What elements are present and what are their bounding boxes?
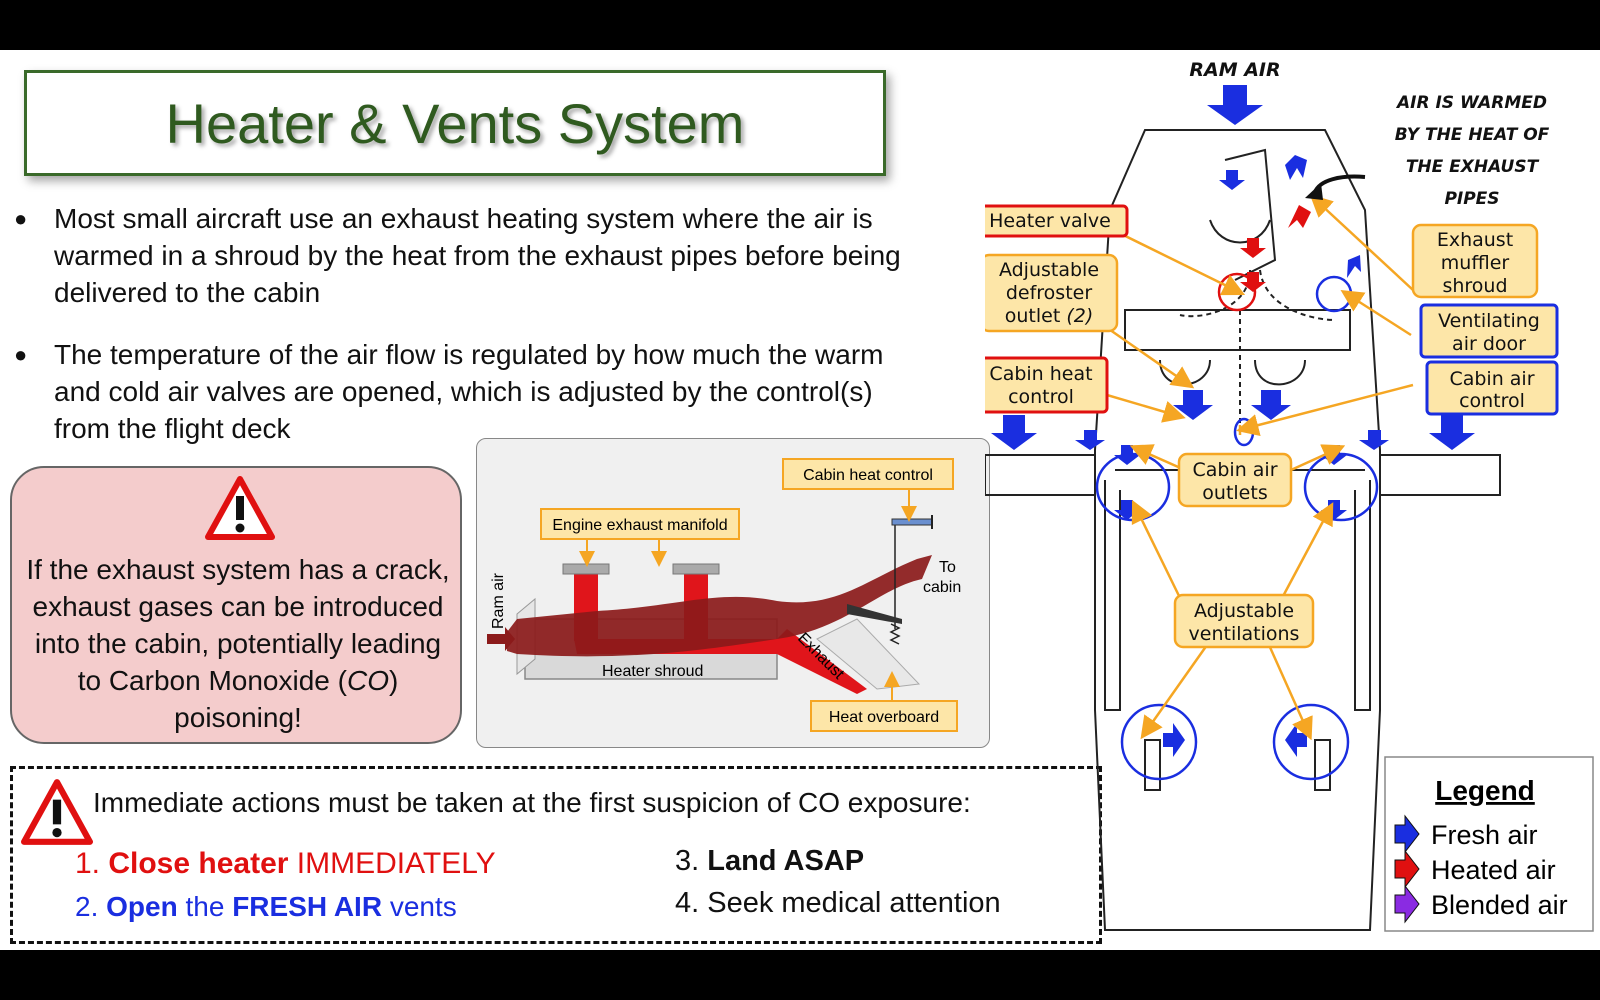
bullet-list: Most small aircraft use an exhaust heati…: [14, 200, 914, 447]
heat-overboard-label: Heat overboard: [829, 709, 939, 726]
warning-box: If the exhaust system has a crack, exhau…: [10, 466, 462, 744]
cabin-heat-control-label: Cabin heat control: [803, 467, 933, 484]
legend-item-heated-air: Heated air: [1431, 855, 1556, 885]
svg-text:BY THE HEAT OF: BY THE HEAT OF: [1395, 125, 1550, 145]
exhaust-heat-note: AIR IS WARMED BY THE HEAT OF THE EXHAUST…: [1395, 93, 1550, 209]
heated-air-flow: [507, 555, 932, 657]
cabin-label: cabin: [923, 579, 961, 596]
cabin-air-outlets-label: Cabin air: [1192, 459, 1277, 481]
title-box: Heater & Vents System: [24, 70, 886, 176]
svg-text:control: control: [1459, 390, 1525, 412]
svg-text:outlets: outlets: [1202, 482, 1267, 504]
bullet-item: The temperature of the air flow is regul…: [14, 336, 914, 447]
action-step-1: 1. Close heater IMMEDIATELY: [75, 847, 496, 880]
cabin-heat-control-label: Cabin heat: [989, 363, 1092, 385]
adjustable-ventilations-label: Adjustable: [1194, 600, 1294, 622]
fresh-air-arrows: [991, 85, 1475, 757]
heated-air-legend-icon: [1394, 849, 1420, 889]
defroster-label: Adjustable: [999, 259, 1099, 281]
ram-air-label: Ram air: [490, 572, 507, 629]
legend-title: Legend: [1435, 775, 1535, 806]
immediate-actions-box: Immediate actions must be taken at the f…: [10, 766, 1102, 944]
actions-heading: Immediate actions must be taken at the f…: [93, 787, 971, 818]
legend: Legend Fresh air Heated air Blended air: [1384, 756, 1594, 932]
bullet-item: Most small aircraft use an exhaust heati…: [14, 200, 914, 311]
heater-shroud-diagram: Cabin heat control Engine exhaust manifo…: [476, 438, 990, 748]
fresh-air-legend-icon: [1394, 814, 1420, 854]
svg-text:shroud: shroud: [1442, 275, 1507, 297]
exhaust-muffler-label: Exhaust: [1437, 229, 1513, 251]
svg-text:air door: air door: [1452, 333, 1526, 355]
action-step-2: 2. Open the FRESH AIR vents: [75, 891, 457, 922]
svg-text:muffler: muffler: [1441, 252, 1510, 274]
warning-icon: [21, 779, 93, 845]
cabin-airflow-diagram: RAM AIR AIR IS WARMED BY THE HEAT OF THE…: [977, 50, 1600, 950]
svg-text:AIR IS WARMED: AIR IS WARMED: [1395, 93, 1547, 113]
cabin-air-control-label: Cabin air: [1449, 368, 1534, 390]
svg-text:defroster: defroster: [1006, 282, 1092, 304]
svg-text:PIPES: PIPES: [1444, 189, 1499, 209]
blended-air-legend-icon: [1394, 884, 1420, 924]
vent-circles: [1095, 275, 1379, 781]
ram-air-label: RAM AIR: [1189, 59, 1280, 81]
engine-exhaust-manifold-label: Engine exhaust manifold: [552, 517, 727, 534]
to-label: To: [939, 559, 956, 576]
svg-text:THE EXHAUST: THE EXHAUST: [1406, 157, 1540, 177]
svg-text:control: control: [1008, 386, 1074, 408]
legend-item-fresh-air: Fresh air: [1431, 820, 1538, 850]
heater-valve-label: Heater valve: [989, 210, 1111, 232]
action-step-3: 3. Land ASAP: [675, 845, 865, 877]
slide-title: Heater & Vents System: [165, 91, 745, 155]
svg-text:ventilations: ventilations: [1189, 623, 1300, 645]
legend-item-blended-air: Blended air: [1431, 890, 1568, 920]
svg-text:outlet (2): outlet (2): [1005, 305, 1094, 327]
slide: Heater & Vents System Most small aircraf…: [0, 50, 1600, 950]
heater-shroud-label: Heater shroud: [602, 663, 703, 680]
heater-valve-circle: [1217, 272, 1257, 312]
note-pointer-arrow: [1313, 174, 1366, 194]
action-step-4: 4. Seek medical attention: [675, 887, 1001, 919]
warning-icon: [205, 476, 275, 540]
warning-text: If the exhaust system has a crack, exhau…: [26, 554, 450, 733]
ventilating-air-door-label: Ventilating: [1438, 310, 1540, 332]
